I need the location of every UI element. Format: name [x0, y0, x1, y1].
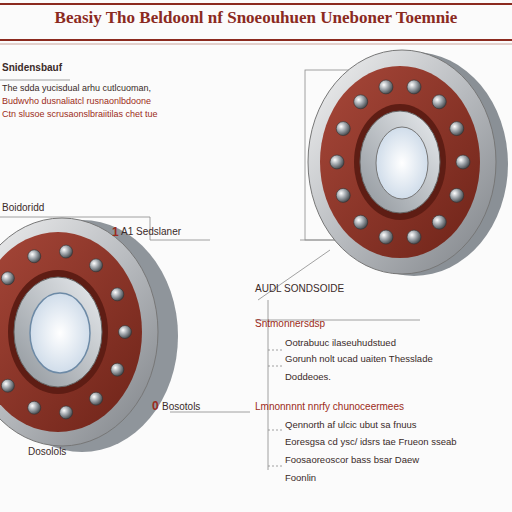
part-label: Dosolols [28, 446, 66, 457]
part-label: Foonlin [285, 473, 316, 483]
part-label: Lmnonnnnt nnrfy chunoceermees [255, 401, 404, 412]
bearing-ball [28, 250, 41, 263]
title: Beasiy Tho Beldoonl nf Snoeouhuen Unebon… [0, 8, 512, 28]
part-label: Ootrabuuc ilaseuhudstued [285, 338, 396, 348]
part-label: Doddeoes. [285, 372, 331, 382]
bearing-ball [60, 406, 73, 419]
part-label: Qennorth af ulcic ubut sa fnuus [285, 420, 417, 430]
bearing-ball [119, 326, 132, 339]
bearing-ball [336, 188, 350, 202]
part-label: Sntmonnersdsp [255, 318, 325, 329]
bearing-ball [28, 401, 41, 414]
bearing-ball [111, 363, 124, 376]
bearing-ball [90, 259, 103, 272]
part-label: Budwvho dusnaliatcl rusnaonlbdoone [2, 97, 151, 107]
part-label: Foosaoreoscor bass bsar Daew [285, 455, 419, 465]
part-label: Bosotols [162, 401, 200, 412]
bearing-ball [450, 188, 464, 202]
part-label: AUDL SONDSOIDE [255, 283, 344, 294]
bearing-left [0, 218, 178, 452]
bearing-ball [379, 230, 393, 244]
part-label: A1 Sedslaner [121, 226, 181, 237]
bearing-ball [407, 80, 421, 94]
bearing-ball [432, 215, 446, 229]
part-label: Ctn slusoe scrusaonslbraiitilas chet tue [2, 110, 158, 120]
part-label: Eoresgsa cd ysc/ idsrs tae Frueon sseab [285, 437, 457, 447]
part-label: Gorunh nolt ucad uaiten Thesslade [285, 354, 433, 364]
part-label: The sdda yucisdual arhu cutlcuoman, [2, 84, 151, 94]
part-label: 1 [112, 226, 119, 239]
bearing-ball [432, 95, 446, 109]
part-label: 0 [152, 400, 159, 413]
bearing-ball [1, 379, 14, 392]
bearing-ball [336, 122, 350, 136]
bearing-ball [450, 122, 464, 136]
part-label: Snidensbauf [2, 62, 62, 73]
bearing-ball [60, 245, 73, 258]
bearing-ball [111, 288, 124, 301]
bearing-ball [456, 155, 470, 169]
bearing-ball [354, 215, 368, 229]
bearing-ball [407, 230, 421, 244]
bearing-ball [90, 392, 103, 405]
bearing-right [308, 50, 508, 276]
bearing-ball [354, 95, 368, 109]
part-label: Boidoridd [2, 202, 44, 213]
title-rules [0, 4, 512, 44]
bearing-ball [1, 272, 14, 285]
bearing-ball [330, 155, 344, 169]
bearing-ball [379, 80, 393, 94]
